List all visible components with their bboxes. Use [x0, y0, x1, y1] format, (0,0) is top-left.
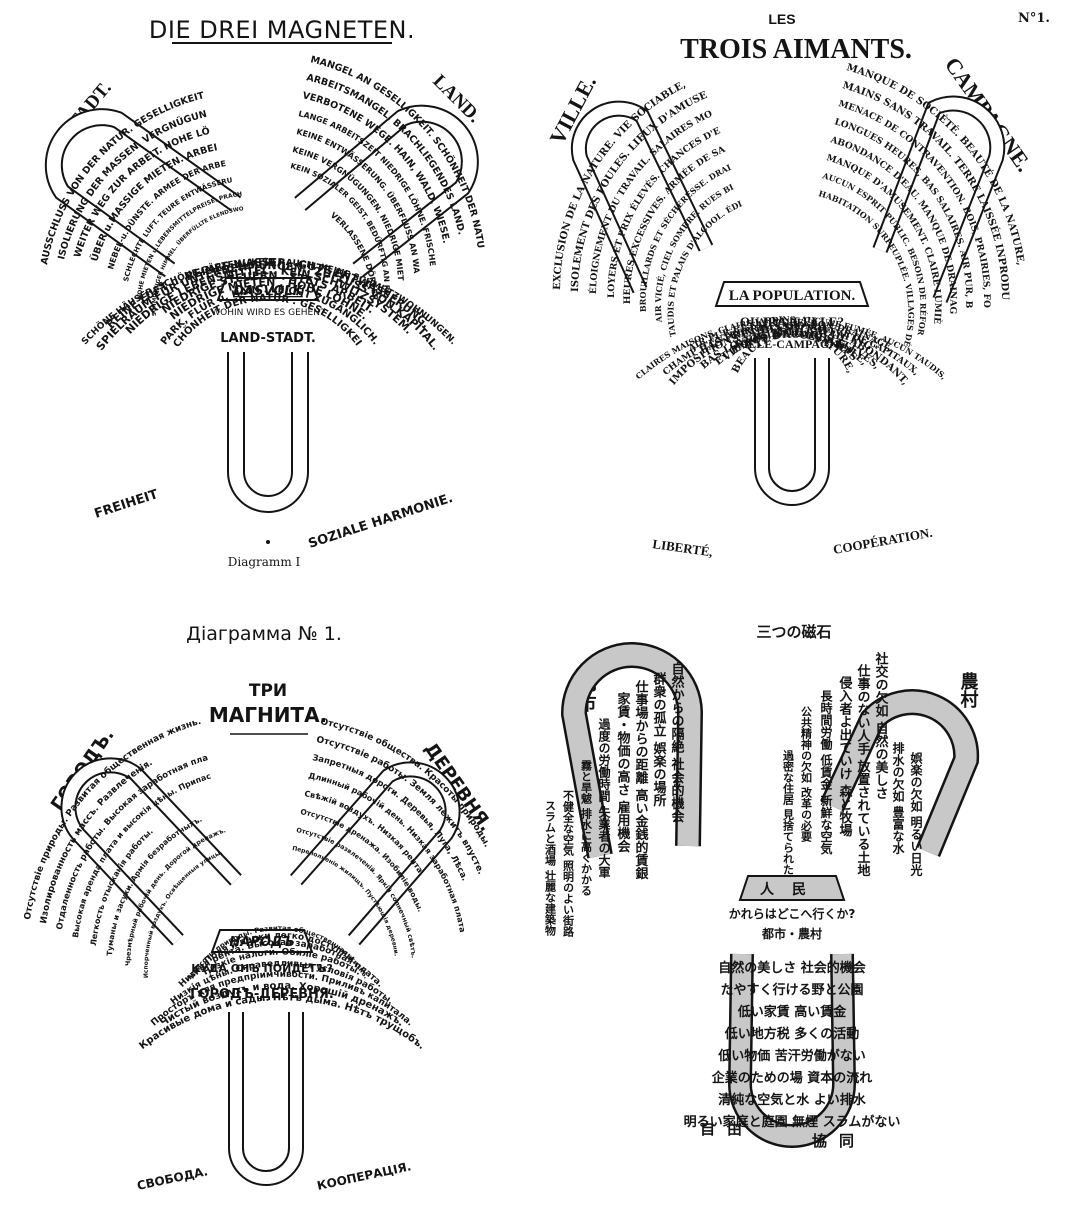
german-cooperation: SOZIALE HARMONIE.	[307, 491, 455, 552]
german-freedom: FREIHEIT	[93, 487, 161, 522]
french-town-country-magnet	[754, 358, 830, 506]
japanese-magnet-line-3: 低い家賃 高い賃金	[737, 1004, 848, 1020]
german-question: WOHIN WIRD ES GEHEN?	[211, 308, 325, 318]
japanese-cooperation: 協同	[812, 1132, 866, 1150]
japanese-town-line-2: 群衆の孤立 娯楽の場所	[651, 671, 668, 808]
german-town-country-label: LAND-STADT.	[220, 331, 316, 346]
japanese-people-box	[738, 875, 846, 901]
japanese-question: かれらはどこへ行くか?	[729, 906, 856, 921]
russian-title: МАГНИТА.	[209, 703, 327, 727]
japanese-title: 三つの磁石	[756, 623, 831, 641]
french-people-box	[714, 281, 870, 307]
japanese-country-line-1: 社交の欠如 自然の美しさ	[873, 651, 890, 800]
japanese-country-label: 農村	[958, 672, 979, 708]
french-diagram: LES TROIS AIMANTS. VILLE. CAMPAGNE. EXCL…	[0, 0, 1037, 559]
french-title: TROIS AIMANTS.	[680, 34, 912, 65]
french-people-label: LA POPULATION.	[729, 288, 856, 304]
german-people-box	[216, 277, 320, 301]
japanese-magnet-line-6: 企業のための場 資本の流れ	[711, 1070, 873, 1086]
japanese-country-line-4: 長時間労働 低賃金 新鮮な空気	[819, 689, 833, 855]
japanese-freedom: 自由	[700, 1120, 754, 1138]
japanese-country-line-6: 娯楽の欠如 明るい日光	[909, 751, 923, 877]
japanese-country-line-7: 公共精神の欠如 改革の必要	[800, 706, 814, 843]
french-cooperation: COOPÉRATION.	[832, 525, 934, 557]
japanese-magnet-line-4: 低い地方税 多くの活動	[724, 1026, 860, 1042]
japanese-magnet-line-7: 清純な空気と水 よい排水	[718, 1092, 867, 1108]
japanese-country-line-2: 仕事のない人手 放置されている土地	[855, 663, 872, 878]
german-caption: Diagramm I	[228, 555, 301, 569]
french-town-country-label: VILLE-CAMPAGNE.	[735, 337, 849, 351]
japanese-magnet-line-2: たやすく行ける野と公園	[720, 982, 863, 998]
japanese-country-line-3: 侵入者よ出ていけ 森と牧場	[837, 675, 854, 838]
page-number: N°1.	[1018, 11, 1050, 26]
japanese-town-line-1: 自然からの隔絶 社会的機会	[669, 661, 686, 824]
german-title: DIE DREI MAGNETEN.	[149, 16, 415, 44]
german-centre-dot	[266, 540, 270, 544]
german-town-country-magnet	[227, 352, 309, 513]
japanese-town-line-6: 霧と旱魃 排水に高くかかる	[580, 760, 594, 897]
japanese-magnet-line-1: 自然の美しさ 社会的機会	[718, 960, 867, 976]
japanese-town-line-7: 不健全な空気 照明のよい街路	[562, 790, 576, 938]
japanese-diagram: 三つの磁石 都市 農村 自然からの隔絶 社会的機会 群衆の孤立 娯楽の場所 仕事…	[544, 623, 980, 1150]
french-title-small: LES	[768, 11, 795, 27]
russian-caption: Діаграмма № 1.	[186, 623, 342, 645]
russian-town-country-label: ГОРОДЪ-ДЕРЕВНЯ.	[190, 987, 334, 1002]
japanese-town-line-3: 仕事場からの距離 高い金銭的賃銀	[633, 679, 650, 881]
russian-people-label: НАРОДЪ	[229, 935, 294, 950]
german-people-label: DASVOLK	[233, 284, 303, 299]
russian-freedom: СВОБОДА.	[136, 1164, 209, 1193]
japanese-town-country-label: 都市・農村	[761, 926, 822, 941]
russian-title-small: ТРИ	[249, 681, 287, 701]
japanese-country-line-8: 過密な住居 見捨てられた村	[782, 749, 796, 887]
japanese-magnet-line-5: 低い物価 苦汗労働がない	[717, 1048, 866, 1064]
russian-people-box	[210, 929, 314, 953]
russian-cooperation: КООПЕРАЦІЯ.	[316, 1159, 413, 1193]
japanese-town-line-4: 家賃・物価の高さ 雇用機会	[615, 691, 632, 854]
japanese-town-line-5: 過度の労働時間 失業者の大軍	[597, 717, 611, 879]
french-freedom: LIBERTÉ,	[652, 536, 714, 559]
japanese-people-label: 人民	[760, 881, 824, 898]
japanese-town-line-8: スラムと酒場 壮麗な建築物	[544, 800, 558, 937]
french-question: OU IRA-T-ELLE?	[740, 314, 844, 329]
russian-town-country-magnet	[228, 1012, 304, 1186]
russian-question: КУДА ОНЪ ПОЙДЕТЪ?	[191, 962, 333, 975]
japanese-country-line-5: 排水の欠如 豊富な水	[891, 741, 905, 855]
german-diagram: DIE DREI MAGNETEN. STADT. LAND. AUSSCHLU…	[0, 0, 486, 569]
japanese-magnet-line-8: 明るい家庭と庭園 無煙 スラムがない	[684, 1114, 901, 1130]
